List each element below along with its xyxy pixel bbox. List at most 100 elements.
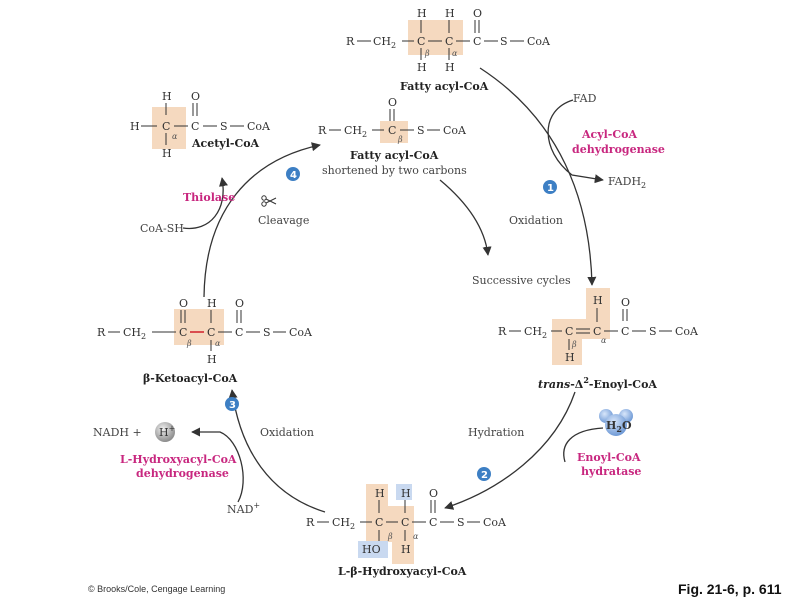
oxygen-keto: O	[179, 297, 188, 310]
enzyme-acyl-coa-dehydrogenase-line1: Acyl-CoA	[581, 128, 637, 141]
molecule-name: L-β-Hydroxyacyl-CoA	[338, 565, 467, 578]
step-number-4: 4	[290, 170, 297, 181]
h-bottom-beta: H	[417, 61, 427, 74]
scissors-icon	[261, 195, 277, 207]
arrow-oxidation-1	[479, 67, 597, 286]
water-molecule-icon: H2O	[599, 409, 633, 436]
h-alpha-top: H	[401, 487, 411, 500]
ch2-group: CH2	[373, 35, 396, 50]
step-label-3: Oxidation	[260, 426, 314, 439]
carbonyl-carbon: C	[235, 326, 243, 339]
h-alpha-bottom: H	[207, 353, 217, 366]
molecule-name: Fatty acyl-CoA	[400, 80, 489, 93]
highlight-box	[174, 309, 224, 345]
alpha-carbon: C	[593, 325, 601, 338]
ch2-group: CH2	[123, 326, 146, 341]
step-badge-3	[225, 397, 239, 411]
r-group: R	[318, 124, 327, 137]
beta-carbon: C	[375, 516, 383, 529]
enzyme-enoyl-coa-hydratase-line2: hydratase	[581, 465, 641, 478]
h-beta-top: H	[375, 487, 385, 500]
step-label-4: Cleavage	[258, 214, 309, 227]
enzyme-hydroxyacyl-coa-dehydrogenase-line2: dehydrogenase	[136, 467, 229, 480]
carbonyl-carbon: C	[473, 35, 481, 48]
coa-group: CoA	[443, 124, 467, 137]
step-label-2: Hydration	[468, 426, 524, 439]
step-label-1: Oxidation	[509, 214, 563, 227]
step-2-hydration: H2O Enoyl-CoA hydratase 2 Hydration	[468, 409, 641, 481]
beta-label: β	[186, 339, 192, 348]
step-badge-2	[477, 467, 491, 481]
carbonyl-carbon: C	[621, 325, 629, 338]
copyright-credit: © Brooks/Cole, Cengage Learning	[88, 584, 225, 594]
r-group: R	[346, 35, 355, 48]
coa-group: CoA	[675, 325, 699, 338]
molecule-name: β-Ketoacyl-CoA	[143, 372, 238, 385]
sulfur: S	[220, 120, 228, 133]
alpha-label: α	[601, 336, 607, 345]
h-top: H	[162, 90, 172, 103]
alpha-carbon: C	[207, 326, 215, 339]
ch2-group: CH2	[524, 325, 547, 340]
step-1-oxidation: FAD FADH2 Acyl-CoA dehydrogenase 1 Oxida…	[509, 92, 665, 227]
arrow-successive-cycles	[439, 179, 492, 256]
molecule-name: trans-Δ2-Enoyl-CoA	[538, 375, 657, 391]
successive-cycles-label: Successive cycles	[472, 274, 571, 287]
carbonyl-carbon: C	[388, 124, 396, 137]
alpha-label: α	[172, 132, 178, 141]
oxygen: O	[191, 90, 200, 103]
sulfur: S	[457, 516, 465, 529]
nad-label: NAD+	[227, 501, 260, 516]
highlight-box-alpha	[586, 288, 610, 323]
sulfur: S	[649, 325, 657, 338]
step-3-oxidation: NAD+ NADH + H+ L-Hydroxyacyl-CoA dehydro…	[93, 397, 314, 516]
highlight-box-bond	[366, 506, 414, 542]
alpha-label: α	[452, 49, 458, 58]
oxygen: O	[621, 296, 630, 309]
arrow-cleavage-4	[203, 142, 321, 298]
molecule-fatty-acyl-coa-shortened: R CH2 C β O S CoA Fatty acyl-CoA shorten…	[318, 96, 467, 177]
beta-carbon: C	[565, 325, 573, 338]
r-group: R	[306, 516, 315, 529]
molecule-name: Acetyl-CoA	[191, 137, 260, 150]
molecule-beta-ketoacyl-coa: R CH2 C C C S CoA O H O H β α β-Ketoacyl…	[97, 297, 313, 385]
enzyme-acyl-coa-dehydrogenase-line2: dehydrogenase	[572, 143, 665, 156]
h-beta: H	[565, 351, 575, 364]
alpha-label: α	[413, 532, 419, 541]
highlight-box	[408, 20, 463, 55]
beta-label: β	[571, 340, 577, 349]
enzyme-thiolase: Thiolase	[183, 191, 235, 204]
alpha-carbon: C	[401, 516, 409, 529]
hydroxyl: HO	[362, 543, 381, 556]
sulfur: S	[500, 35, 508, 48]
coa-group: CoA	[527, 35, 551, 48]
water-oh-highlight	[358, 541, 388, 558]
h-left: H	[130, 120, 140, 133]
proton-label: H+	[159, 424, 175, 439]
h-top-beta: H	[417, 7, 427, 20]
enzyme-enoyl-coa-hydratase-line1: Enoyl-CoA	[577, 451, 641, 464]
proton-icon	[155, 422, 175, 442]
nad-arrow	[191, 427, 244, 503]
coa-sh-arrow	[182, 177, 228, 230]
r-group: R	[97, 326, 106, 339]
sulfur: S	[263, 326, 271, 339]
fadh2-label: FADH2	[608, 175, 646, 190]
h-bottom-alpha: H	[445, 61, 455, 74]
ch2-group: CH2	[332, 516, 355, 531]
fad-arrow	[547, 99, 604, 184]
beta-carbon: C	[417, 35, 425, 48]
ch2-group: CH2	[344, 124, 367, 139]
fad-label: FAD	[573, 92, 597, 105]
beta-label: β	[387, 532, 393, 541]
enzyme-hydroxyacyl-coa-dehydrogenase-line1: L-Hydroxyacyl-CoA	[120, 453, 237, 466]
h-top-alpha: H	[445, 7, 455, 20]
molecule-subtitle: shortened by two carbons	[322, 164, 467, 177]
molecule-acetyl-coa: H H C α H C O S CoA Acetyl-CoA	[130, 90, 271, 160]
coa-sh-label: CoA-SH	[140, 222, 184, 235]
highlight-box	[152, 107, 186, 149]
oxygen-thioester: O	[235, 297, 244, 310]
h-bottom: H	[162, 147, 172, 160]
r-group: R	[498, 325, 507, 338]
